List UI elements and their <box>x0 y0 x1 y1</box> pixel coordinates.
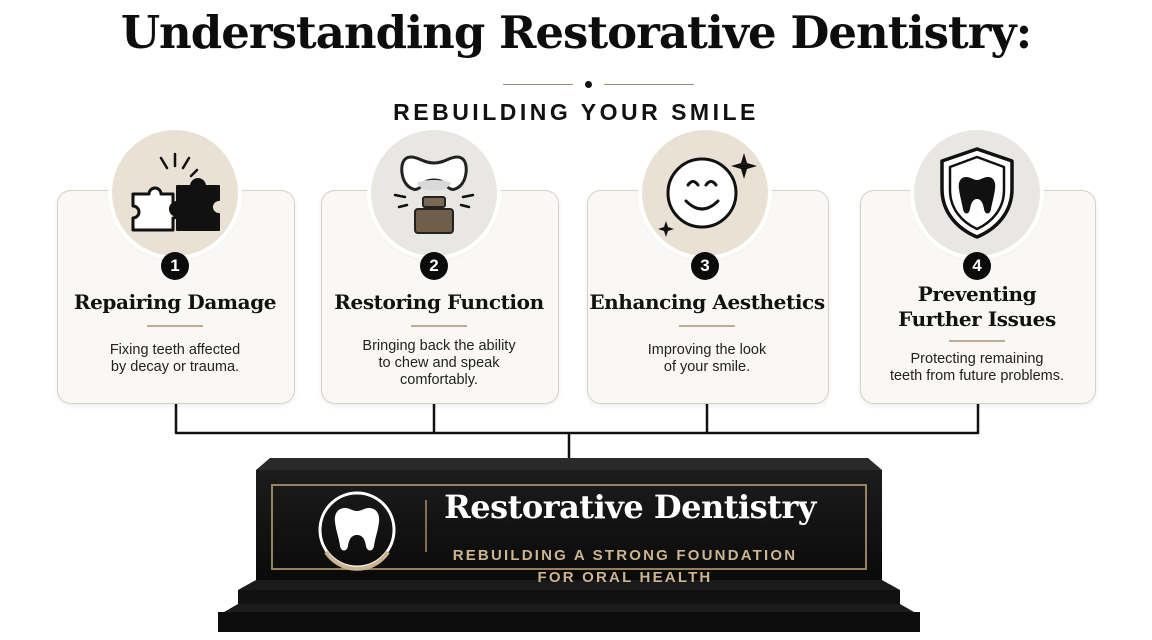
card-1-icon-circle <box>112 130 238 256</box>
card-2-icon-circle <box>371 130 497 256</box>
crown-implant-icon <box>393 155 475 234</box>
card-1-number-badge: 1 <box>161 252 189 280</box>
card-4-icon-circle <box>914 130 1040 256</box>
card-2-number-badge: 2 <box>420 252 448 280</box>
title-divider-left <box>503 84 573 85</box>
card-3-number-badge: 3 <box>691 252 719 280</box>
card-1-title: Repairing Damage <box>73 290 277 314</box>
card-3-description: Improving the look of your smile. <box>647 342 767 375</box>
card-1-description: Fixing teeth affected by decay or trauma… <box>109 342 241 375</box>
smiley-sparkle-icon <box>658 153 757 237</box>
card-4-title: Preventing Further Issues <box>898 282 1056 331</box>
page-title: Understanding Restorative Dentistry: <box>120 6 1032 59</box>
title-divider-dot <box>585 81 592 88</box>
title-divider-right <box>604 84 694 85</box>
card-1-divider <box>147 325 203 327</box>
page-subtitle: REBUILDING YOUR SMILE <box>393 99 759 125</box>
card-2-title: Restoring Function <box>334 290 544 314</box>
card-4-divider <box>949 340 1005 342</box>
shield-tooth-icon <box>940 147 1014 239</box>
plaque-title: Restorative Dentistry <box>444 488 816 526</box>
card-2-description: Bringing back the ability to chew and sp… <box>362 338 516 388</box>
card-3-icon-circle <box>642 130 768 256</box>
puzzle-icon <box>131 152 220 232</box>
plaque-subtitle: REBUILDING A STRONG FOUNDATION FOR ORAL … <box>452 547 798 586</box>
card-4-number-badge: 4 <box>963 252 991 280</box>
card-2-divider <box>411 325 467 327</box>
card-4-description: Protecting remaining teeth from future p… <box>889 351 1065 384</box>
card-3-divider <box>679 325 735 327</box>
tooth-icon <box>318 491 396 571</box>
card-3-title: Enhancing Aesthetics <box>589 290 825 314</box>
